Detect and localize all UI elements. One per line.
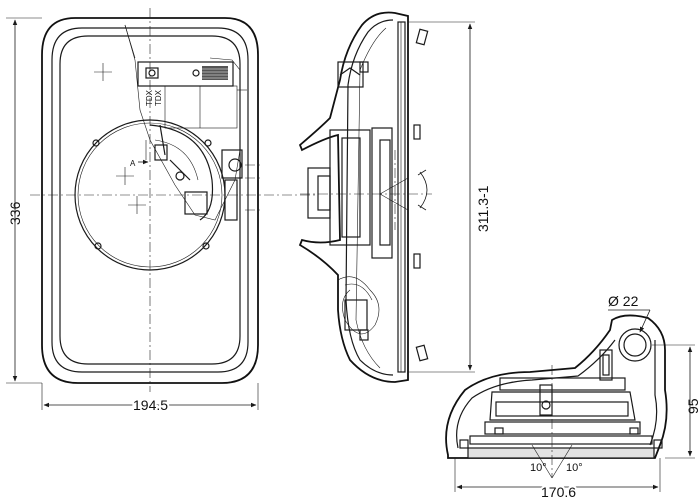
section-width-170-6: 170.6	[541, 484, 576, 500]
diameter-22: Ø 22	[608, 293, 639, 309]
center-marks	[94, 63, 146, 214]
side-dimensions: 311.3-1	[408, 21, 491, 373]
width-dimension-194-5: 194.5	[133, 397, 168, 413]
hinge-tube	[618, 328, 652, 362]
front-dimensions: 336 194.5	[6, 17, 259, 415]
housing-outline	[41, 17, 259, 384]
side-height-dimension-311-3-1: 311.3-1	[475, 185, 491, 232]
mirror-glass-edge	[59, 35, 241, 365]
front-view: TDX TDX A	[30, 8, 318, 392]
housing-rim	[51, 27, 249, 373]
section-height-95: 95	[685, 398, 700, 414]
pivot-arc	[419, 171, 428, 209]
section-dimensions: Ø 22 95 170.6	[454, 293, 700, 500]
section-view: 10° 10°	[445, 314, 668, 479]
svg-text:TDX: TDX	[145, 89, 154, 106]
section-shell-outline	[445, 314, 668, 459]
height-dimension-336: 336	[7, 201, 23, 225]
grille	[202, 66, 228, 80]
side-mirror-glass	[397, 21, 406, 373]
svg-text:TDX: TDX	[154, 89, 163, 106]
side-view	[298, 11, 432, 383]
side-shell-outline	[298, 11, 409, 383]
detail-label-a: A	[130, 159, 136, 168]
tilt-angle-right: 10°	[566, 462, 583, 474]
cutaway-region	[124, 24, 241, 221]
tilt-angle-left: 10°	[530, 462, 547, 474]
section-mirror-glass	[468, 448, 654, 458]
